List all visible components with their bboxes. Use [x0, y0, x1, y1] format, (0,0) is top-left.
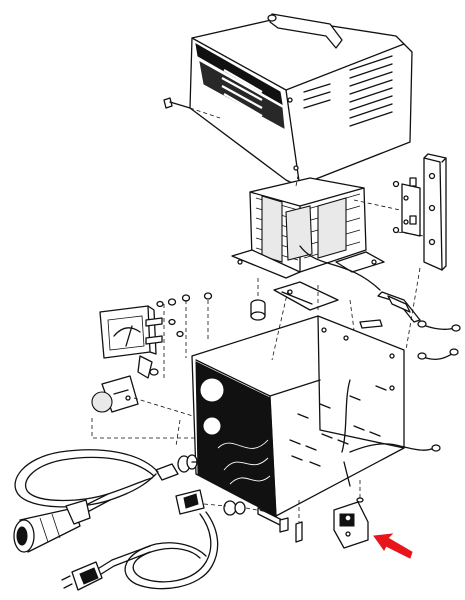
cover-screw[interactable] [163, 97, 221, 119]
dc-cord-strain-relief[interactable] [155, 463, 179, 481]
standoff-insulator[interactable] [250, 299, 266, 321]
dc-ring-terminal-leads[interactable] [417, 320, 461, 360]
base-screws[interactable] [279, 500, 303, 543]
chassis-floor-vents [289, 385, 387, 467]
chassis-screw[interactable] [359, 319, 383, 329]
meter-cutout [199, 377, 225, 403]
dc-plug-connector[interactable] [13, 499, 91, 553]
rectifier-diode-stack[interactable] [401, 177, 421, 237]
heatsink-screws[interactable] [392, 172, 436, 246]
cover-left-vents [221, 69, 263, 117]
internal-wire-harness[interactable] [341, 379, 441, 487]
transformer-assembly[interactable] [231, 177, 385, 291]
charger-top-cover[interactable] [189, 17, 413, 189]
secondary-lead-bracket[interactable] [273, 281, 339, 311]
rectifier-heatsink-plate[interactable] [392, 153, 447, 271]
timer-switch[interactable] [91, 375, 139, 413]
ammeter-gauge[interactable] [99, 305, 157, 359]
dc-cord-grommet[interactable] [177, 454, 223, 473]
ac-wall-plug[interactable] [61, 561, 103, 591]
assembly-guide-lines [175, 175, 425, 500]
dc-output-terminal-bar[interactable] [377, 291, 421, 323]
cover-right-vents [303, 55, 393, 127]
ammeter-nuts-washers[interactable] [156, 292, 213, 338]
timer-cutout [202, 416, 222, 436]
ac-power-cord[interactable] [95, 511, 219, 590]
red-arrow-icon [373, 533, 413, 559]
charger-chassis-base[interactable] [191, 315, 405, 527]
ammeter-mounting-studs[interactable] [137, 317, 163, 379]
ac-power-receptacle-assembly[interactable] [333, 497, 369, 549]
cover-carry-handle[interactable] [267, 13, 343, 49]
ac-cord-strain-relief[interactable] [175, 489, 269, 516]
